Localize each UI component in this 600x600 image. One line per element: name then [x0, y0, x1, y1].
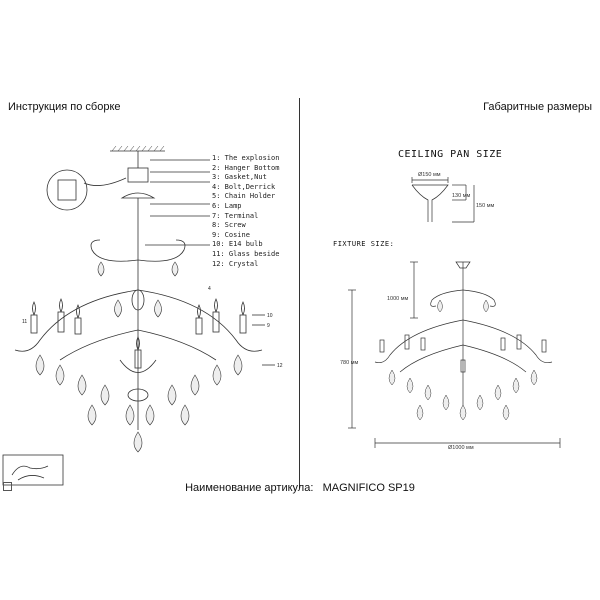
article-caption: Наименование артикула: MAGNIFICO SP19 — [0, 482, 600, 494]
part-item: 4: Bolt,Derrick — [212, 182, 276, 191]
dimensions-heading: Габаритные размеры — [483, 101, 592, 113]
pan-total-height-label: 150 мм — [476, 203, 495, 209]
fixture-size-title: FIXTURE SIZE: — [333, 240, 395, 248]
callout-12: 12 — [277, 363, 283, 369]
article-name: MAGNIFICO SP19 — [322, 482, 415, 494]
callout-10: 10 — [267, 313, 273, 319]
part-item: 3: Gasket,Nut — [212, 173, 267, 182]
part-item: 5: Chain Holder — [212, 192, 276, 201]
part-item: 1: The explosion — [212, 154, 280, 162]
callout-9: 9 — [267, 323, 270, 329]
article-label: Наименование артикула: — [185, 482, 314, 494]
pan-diameter-label: Ø150 мм — [418, 172, 441, 178]
chain-length-label: 1000 мм — [387, 296, 409, 302]
part-item: 8: Screw — [212, 221, 246, 230]
crystal-drops — [35, 261, 243, 453]
part-item: 10: E14 bulb — [212, 240, 263, 249]
part-item: 2: Hanger Bottom — [212, 163, 280, 172]
fixture-height-label: 780 мм — [340, 360, 359, 366]
fixture-diameter-label: Ø1000 мм — [448, 445, 474, 451]
part-item: 12: Crystal — [212, 259, 259, 268]
assembly-heading: Инструкция по сборке — [8, 101, 121, 113]
page-marker — [3, 482, 12, 491]
callout-11: 11 — [22, 319, 27, 325]
dimension-drawing — [348, 177, 561, 448]
part-item: 7: Terminal — [212, 211, 259, 220]
column-divider — [299, 98, 300, 488]
pan-height-label: 130 мм — [452, 193, 471, 199]
assembly-drawing: 11 4 10 9 12 — [2, 145, 283, 486]
parts-list: 1: The explosion 2: Hanger Bottom 3: Gas… — [212, 154, 279, 269]
part-item: 11: Glass beside — [212, 249, 280, 258]
part-item: 6: Lamp — [212, 201, 242, 210]
callout-4: 4 — [208, 286, 211, 292]
ceiling-pan-title: CEILING PAN SIZE — [398, 149, 503, 160]
part-item: 9: Cosine — [212, 230, 250, 239]
